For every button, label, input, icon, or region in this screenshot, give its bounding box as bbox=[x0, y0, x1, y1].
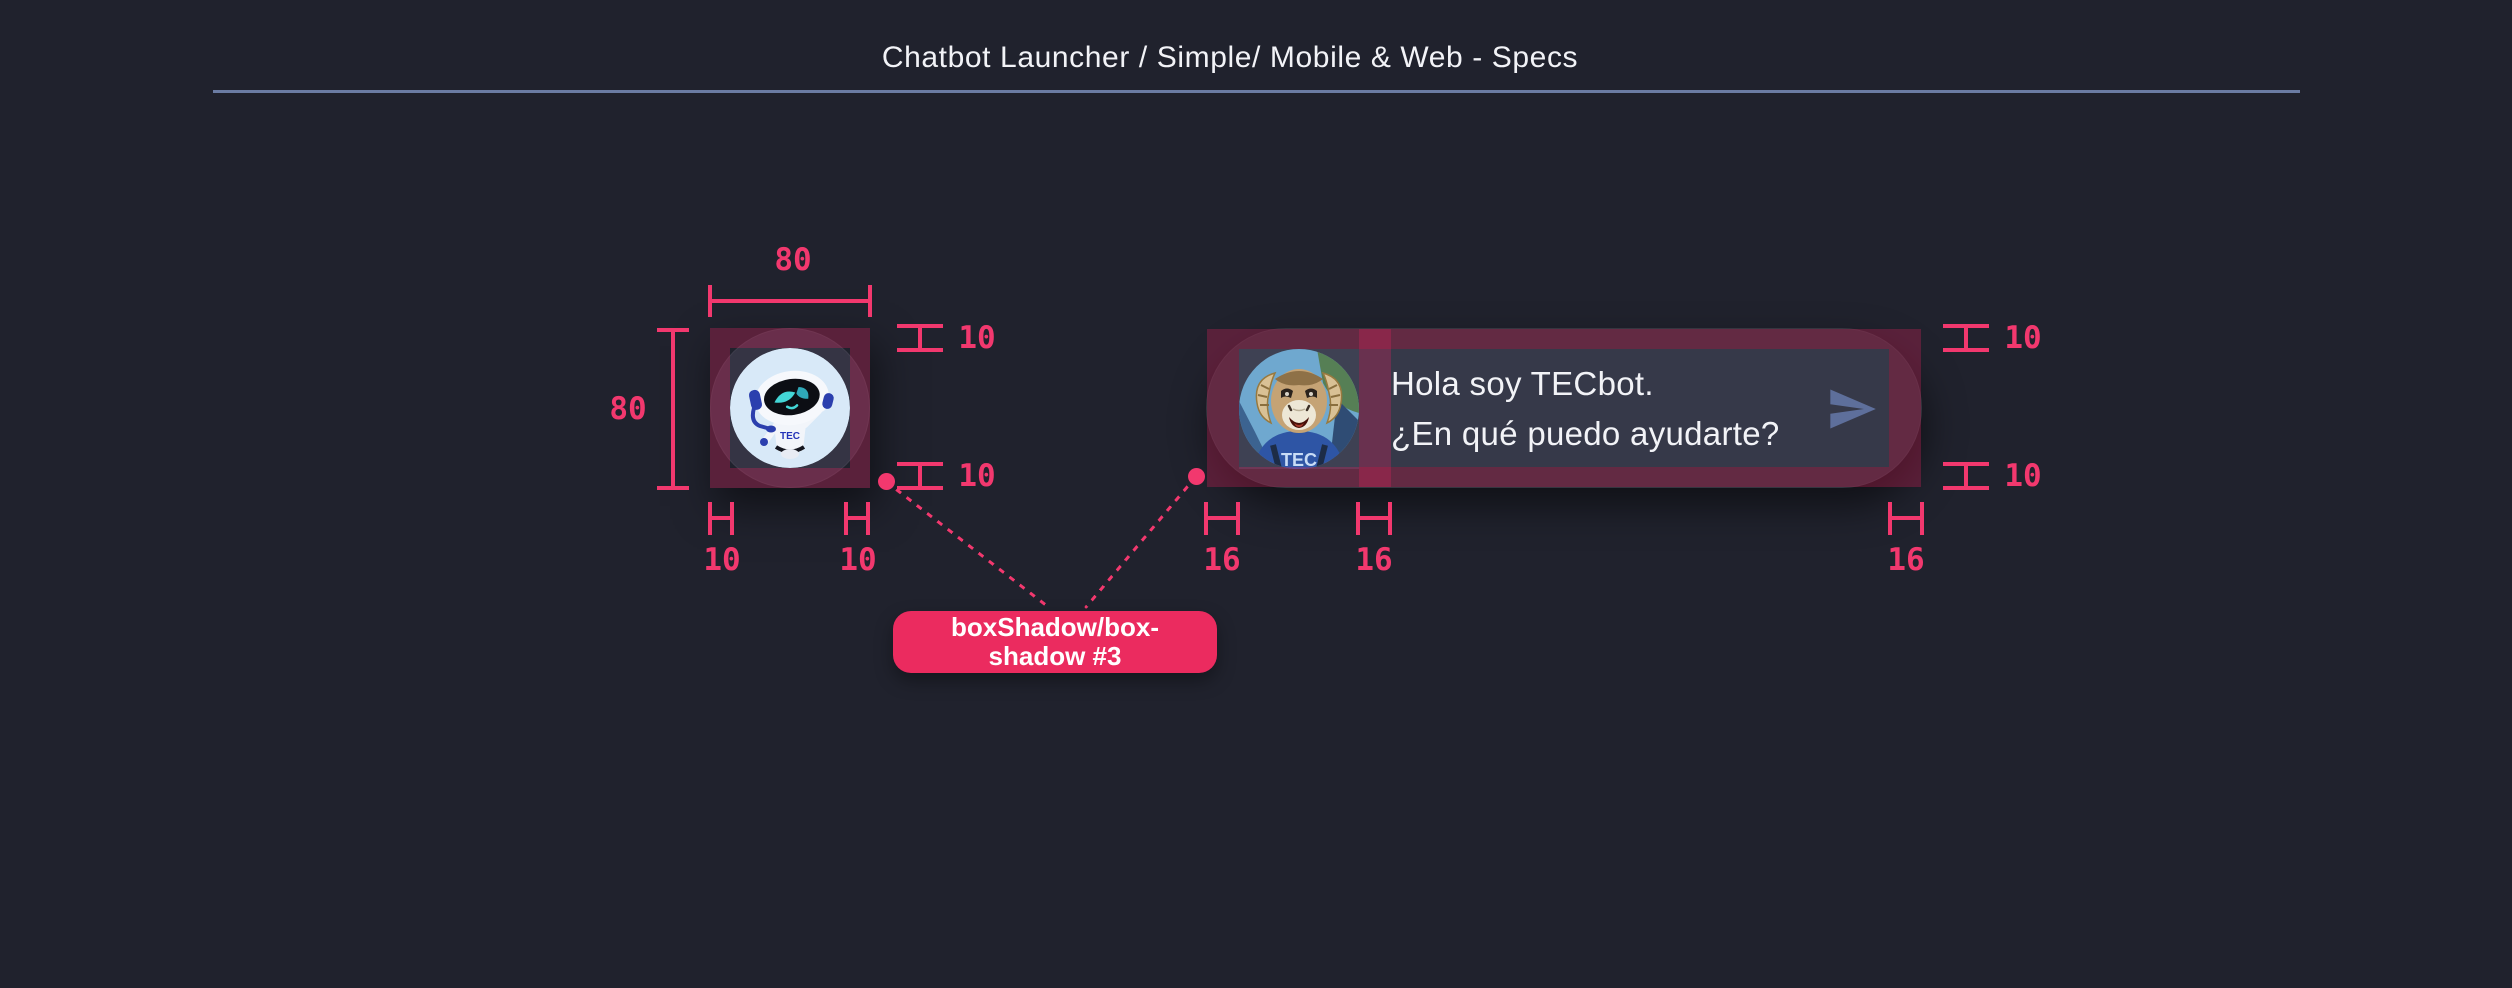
launcher-height-ruler-tick-top bbox=[657, 328, 689, 332]
bubble-message: Hola soy TECbot. ¿En qué puedo ayudarte? bbox=[1391, 349, 1791, 469]
launcher-height-ruler bbox=[671, 330, 675, 488]
bubble-padding-bottom-value: 10 bbox=[2004, 458, 2042, 494]
bubble-message-line2: ¿En qué puedo ayudarte? bbox=[1391, 415, 1780, 452]
bubble-padding-bottom-glyph bbox=[1943, 462, 1989, 490]
box-shadow-style-chip[interactable]: boxShadow/box- shadow #3 bbox=[893, 611, 1217, 673]
launcher-padding-left-glyph bbox=[708, 502, 734, 535]
bubble-gap-middle-glyph bbox=[1356, 502, 1392, 535]
send-icon[interactable] bbox=[1825, 383, 1879, 435]
bubble-padding-top-value: 10 bbox=[2004, 320, 2042, 356]
launcher-padding-top-glyph bbox=[897, 324, 943, 352]
bubble-message-line1: Hola soy TECbot. bbox=[1391, 365, 1654, 402]
launcher-height-value: 80 bbox=[609, 391, 647, 427]
page-title: Chatbot Launcher / Simple/ Mobile & Web … bbox=[881, 41, 1579, 74]
bubble-gap-left-glyph bbox=[1204, 502, 1240, 535]
launcher-width-value: 80 bbox=[774, 242, 812, 278]
header-divider bbox=[213, 90, 2300, 93]
bubble-gap-right-glyph bbox=[1888, 502, 1924, 535]
robot-chest-badge: TEC bbox=[780, 431, 800, 442]
bubble-gap-middle-value: 16 bbox=[1355, 542, 1393, 578]
chatbot-launcher-preview[interactable]: TEC bbox=[710, 328, 870, 488]
tecbot-robot-avatar: TEC bbox=[730, 348, 850, 468]
launcher-width-ruler-tick-right bbox=[868, 285, 872, 317]
launcher-width-ruler bbox=[710, 299, 870, 303]
bubble-gap-right-value: 16 bbox=[1887, 542, 1925, 578]
launcher-padding-bottom-value: 10 bbox=[958, 458, 996, 494]
box-shadow-style-chip-line1: boxShadow/box- bbox=[951, 612, 1159, 642]
launcher-height-ruler-tick-bottom bbox=[657, 486, 689, 490]
launcher-padding-right-value: 10 bbox=[839, 542, 877, 578]
launcher-width-ruler-tick-left bbox=[708, 285, 712, 317]
mascot-avatar-illustration: TEC bbox=[1239, 349, 1359, 469]
tec-ram-mascot-avatar: TEC bbox=[1239, 349, 1359, 469]
callout-leader-right bbox=[1084, 475, 1198, 610]
chatbot-message-bubble-preview[interactable]: TEC Hola soy TECbot. bbox=[1206, 328, 1922, 488]
callout-leader-left bbox=[885, 480, 1051, 610]
box-shadow-style-chip-line2: shadow #3 bbox=[988, 641, 1122, 671]
launcher-padding-bottom-glyph bbox=[897, 462, 943, 490]
launcher-padding-left-value: 10 bbox=[703, 542, 741, 578]
bubble-padding-top-glyph bbox=[1943, 324, 1989, 352]
mascot-jersey-badge: TEC bbox=[1281, 450, 1317, 469]
bubble-gap-left-value: 16 bbox=[1203, 542, 1241, 578]
launcher-padding-top-value: 10 bbox=[958, 320, 996, 356]
robot-avatar-illustration: TEC bbox=[730, 348, 850, 468]
launcher-padding-right-glyph bbox=[844, 502, 870, 535]
